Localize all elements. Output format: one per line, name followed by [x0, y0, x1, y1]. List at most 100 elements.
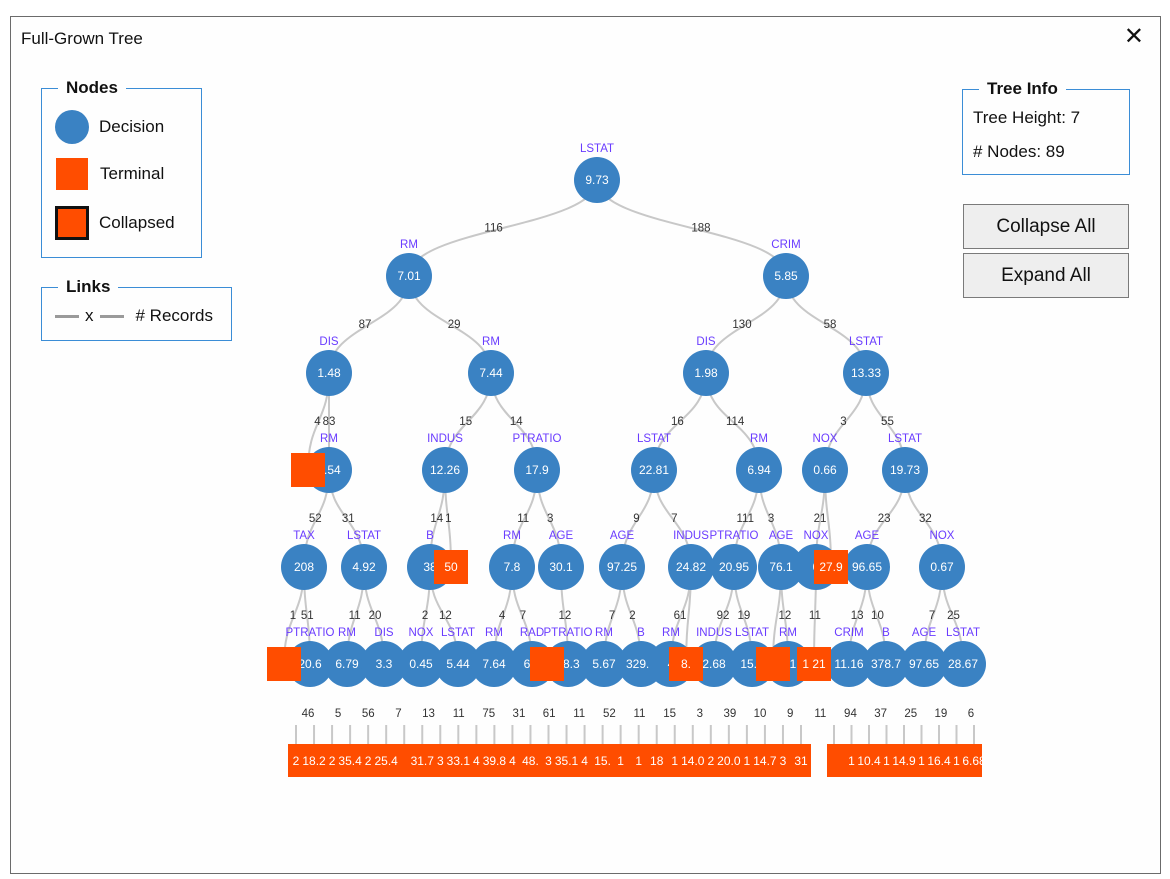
- terminal-node[interactable]: [669, 647, 703, 681]
- close-icon[interactable]: ✕: [1123, 23, 1144, 50]
- link-record-count: 92: [717, 610, 730, 622]
- decision-node[interactable]: [581, 641, 627, 687]
- leaf-value-label: 6.68: [962, 754, 986, 768]
- split-variable-label: RM: [400, 239, 418, 251]
- link-record-count: 11: [809, 610, 821, 622]
- decision-node[interactable]: [599, 544, 645, 590]
- decision-node[interactable]: [736, 447, 782, 493]
- split-variable-label: CRIM: [834, 627, 863, 639]
- decision-node[interactable]: [940, 641, 986, 687]
- decision-node[interactable]: [324, 641, 370, 687]
- link-record-count: 188: [691, 223, 710, 235]
- split-variable-label: LSTAT: [347, 530, 381, 542]
- decision-node[interactable]: [386, 253, 432, 299]
- split-value-label: 7.44: [479, 366, 503, 380]
- link-record-count: 52: [603, 708, 616, 720]
- split-value-label: 0.66: [813, 463, 837, 477]
- split-variable-label: INDUS: [673, 530, 709, 542]
- decision-node[interactable]: [361, 641, 407, 687]
- terminal-value-label: 27.9: [819, 560, 843, 574]
- split-variable-label: TAX: [293, 530, 315, 542]
- decision-node[interactable]: [468, 350, 514, 396]
- decision-node[interactable]: [281, 544, 327, 590]
- expand-all-button[interactable]: Expand All: [963, 253, 1129, 298]
- decision-node[interactable]: [844, 544, 890, 590]
- split-variable-label: PTRATIO: [513, 433, 562, 445]
- split-variable-label: INDUS: [427, 433, 463, 445]
- link-record-count: 7: [395, 708, 401, 720]
- decision-node[interactable]: [802, 447, 848, 493]
- decision-node[interactable]: [471, 641, 517, 687]
- split-value-label: 378.7: [871, 657, 901, 671]
- decision-node[interactable]: [341, 544, 387, 590]
- link-line-icon: [99, 314, 124, 318]
- terminal-leaf-bar[interactable]: [827, 744, 982, 777]
- link-record-count: 46: [302, 708, 315, 720]
- legend-link-x: x: [85, 306, 94, 325]
- leaf-value-label: 10.4: [857, 754, 881, 768]
- decision-node[interactable]: [422, 447, 468, 493]
- link-record-count: 3: [697, 708, 703, 720]
- decision-node[interactable]: [306, 350, 352, 396]
- legend-collapsed: Collapsed: [55, 206, 175, 240]
- leaf-value-label: 2: [329, 754, 336, 768]
- decision-node[interactable]: [538, 544, 584, 590]
- terminal-node[interactable]: [530, 647, 564, 681]
- decision-node[interactable]: [574, 157, 620, 203]
- collapse-all-button[interactable]: Collapse All: [963, 204, 1129, 249]
- link-record-count: 7: [929, 610, 935, 622]
- split-value-label: 17.9: [525, 463, 549, 477]
- decision-node[interactable]: [514, 447, 560, 493]
- leaf-value-label: 4: [473, 754, 480, 768]
- decision-node[interactable]: [683, 350, 729, 396]
- link-record-count: 10: [871, 610, 884, 622]
- link-record-count: 3: [840, 416, 846, 428]
- link-record-count: 83: [323, 416, 336, 428]
- decision-node[interactable]: [668, 544, 714, 590]
- link-record-count: 51: [301, 610, 314, 622]
- decision-node[interactable]: [863, 641, 909, 687]
- split-variable-label: B: [426, 530, 434, 542]
- split-value-label: 28.67: [948, 657, 978, 671]
- terminal-leaf-bar[interactable]: [288, 744, 811, 777]
- leaf-value-label: 20.0: [717, 754, 741, 768]
- terminal-node[interactable]: [814, 550, 848, 584]
- decision-node[interactable]: [919, 544, 965, 590]
- terminal-node[interactable]: [291, 453, 325, 487]
- decision-node[interactable]: [826, 641, 872, 687]
- decision-node[interactable]: [711, 544, 757, 590]
- link-record-count: 55: [881, 416, 894, 428]
- link-record-count: 4: [499, 610, 506, 622]
- decision-node[interactable]: [763, 253, 809, 299]
- decision-node[interactable]: [843, 350, 889, 396]
- split-variable-label: DIS: [319, 336, 339, 348]
- terminal-node[interactable]: [756, 647, 790, 681]
- link-record-count: 11: [814, 708, 826, 720]
- link-record-count: 21: [814, 513, 827, 525]
- link-record-count: 3: [547, 513, 553, 525]
- terminal-node-icon: [56, 158, 88, 190]
- leaf-value-label: 14.7: [753, 754, 777, 768]
- tree-height: Tree Height: 7: [973, 108, 1081, 127]
- split-variable-label: DIS: [374, 627, 394, 639]
- link-record-count: 19: [738, 610, 751, 622]
- terminal-node[interactable]: [434, 550, 468, 584]
- decision-node[interactable]: [758, 544, 804, 590]
- legend-links-row: x # Records: [55, 306, 213, 326]
- split-variable-label: RAD: [520, 627, 544, 639]
- split-value-label: 20.95: [719, 560, 749, 574]
- split-value-label: 96.65: [852, 560, 882, 574]
- leaf-value-label: 3: [780, 754, 787, 768]
- decision-node[interactable]: [489, 544, 535, 590]
- decision-node[interactable]: [882, 447, 928, 493]
- leaf-value-label: 1: [617, 754, 624, 768]
- link-record-count: 111: [737, 513, 754, 525]
- terminal-node[interactable]: [267, 647, 301, 681]
- decision-node[interactable]: [398, 641, 444, 687]
- link-record-count: 7: [609, 610, 615, 622]
- decision-node[interactable]: [631, 447, 677, 493]
- decision-node[interactable]: [901, 641, 947, 687]
- decision-node[interactable]: [435, 641, 481, 687]
- terminal-node[interactable]: [797, 647, 831, 681]
- window-title: Full-Grown Tree: [21, 29, 143, 48]
